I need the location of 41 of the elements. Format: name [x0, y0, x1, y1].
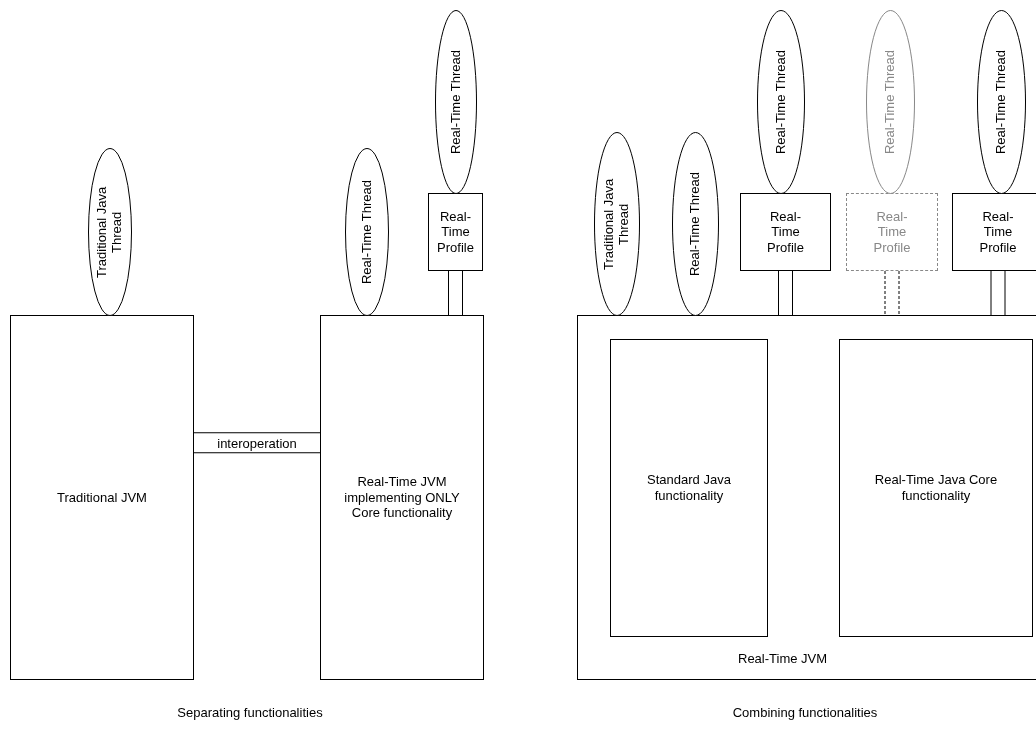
- profile-label: Real-Time Profile: [766, 208, 805, 256]
- process-box: [320, 315, 484, 680]
- pipe-connector: [990, 270, 1006, 316]
- thread-ellipse: [866, 10, 915, 194]
- thread-label: Real-Time Thread: [994, 49, 1009, 154]
- pipe-connector: [193, 432, 321, 454]
- profile-label: Real-Time Profile: [872, 208, 912, 256]
- profile-box: [428, 193, 483, 271]
- thread-ellipse: [435, 10, 477, 194]
- thread-label: Traditional Java Thread: [95, 185, 125, 280]
- profile-label: Real-Time Profile: [978, 208, 1018, 256]
- box-label: Real-Time JVM: [738, 651, 828, 667]
- thread-label: Real-Time Thread: [359, 179, 375, 284]
- thread-label: Real-Time Thread: [773, 49, 789, 154]
- caption-text: Separating functionalities: [177, 704, 323, 720]
- process-box: [610, 339, 768, 637]
- process-box: [839, 339, 1033, 637]
- process-box: [10, 315, 194, 680]
- pipe-connector: [448, 270, 463, 316]
- thread-ellipse: [757, 10, 805, 194]
- thread-ellipse: [345, 148, 389, 316]
- profile-box: [952, 193, 1036, 271]
- thread-label: Traditional Java Thread: [602, 177, 632, 272]
- box-label: Real-Time JVM implementing ONLY Core functionality: [343, 474, 461, 521]
- thread-label: Real-Time Thread: [883, 49, 898, 154]
- box-label: Real-Time Java Core functionality: [873, 472, 999, 504]
- profile-box: [846, 193, 938, 271]
- caption-text: Combining functionalities: [732, 704, 878, 720]
- thread-ellipse: [672, 132, 719, 316]
- thread-label: Real-Time Thread: [688, 171, 703, 276]
- profile-box: [740, 193, 831, 271]
- profile-label: Real-Time Profile: [436, 208, 475, 256]
- pipe-connector: [884, 270, 900, 316]
- container-box: [577, 315, 1036, 680]
- thread-ellipse: [977, 10, 1026, 194]
- thread-label: Real-Time Thread: [448, 49, 464, 154]
- pipe-connector: [778, 270, 793, 316]
- box-label: Traditional JVM: [57, 489, 147, 506]
- thread-ellipse: [594, 132, 640, 316]
- thread-ellipse: [88, 148, 132, 316]
- box-label: Standard Java functionality: [646, 472, 732, 504]
